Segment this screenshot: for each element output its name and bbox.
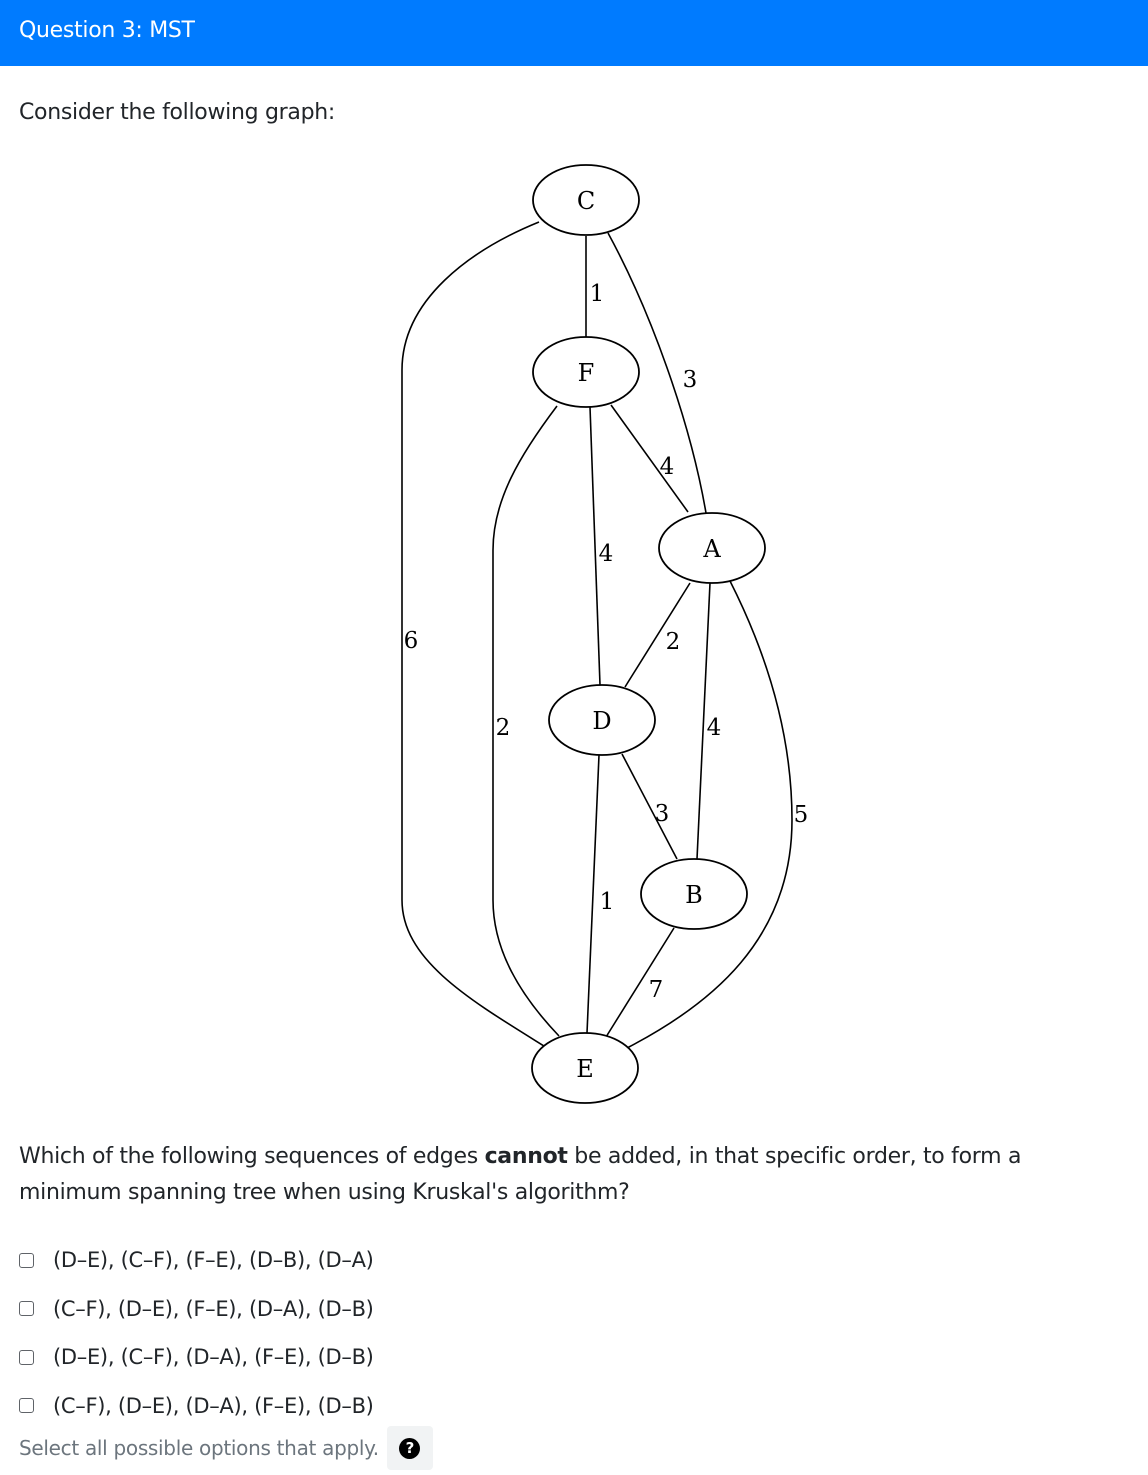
question-circle-icon: ? (399, 1437, 421, 1459)
graph-edge-a-e (626, 580, 793, 1049)
graph-edge-c-e (401, 221, 545, 1047)
node-label: E (576, 1055, 594, 1083)
node-ellipse (640, 858, 748, 930)
question-text-after: be added, in that specific order, to for… (19, 1144, 1022, 1205)
intro-text: Consider the following graph: (19, 100, 335, 125)
node-ellipse (658, 512, 766, 584)
graph-edge-f-e (492, 405, 560, 1037)
answer-option[interactable]: (C–F), (D–E), (F–E), (D–A), (D–B) (19, 1285, 374, 1334)
graph-edge-d-b (621, 753, 678, 860)
node-ellipse (531, 1032, 639, 1104)
graph-edge-d-e (586, 754, 600, 1034)
node-ellipse (532, 336, 640, 408)
node-label: F (578, 359, 595, 387)
question-header: Question 3: MST (0, 0, 1148, 66)
option-label: (C–F), (D–E), (F–E), (D–A), (D–B) (53, 1296, 374, 1321)
graph-node-d: D (548, 684, 656, 756)
graph-edges (401, 221, 793, 1049)
node-label: A (702, 535, 721, 563)
graph-node-e: E (531, 1032, 639, 1104)
graph-edge-labels: 1 3 6 4 4 2 2 4 5 3 1 7 (404, 281, 809, 1003)
edge-weight-label: 5 (794, 802, 809, 828)
option-label: (D–E), (C–F), (D–A), (F–E), (D–B) (53, 1345, 374, 1370)
node-label: D (592, 707, 611, 735)
edge-weight-label: 3 (655, 801, 670, 827)
edge-weight-label: 2 (496, 715, 511, 741)
hint-text: Select all possible options that apply. (19, 1436, 379, 1460)
graph-edge-b-e (605, 927, 675, 1038)
question-text: Which of the following sequences of edge… (19, 1139, 1129, 1211)
edge-weight-label: 4 (660, 454, 675, 480)
option-label: (C–F), (D–E), (D–A), (F–E), (D–B) (53, 1393, 374, 1418)
graph-edge-f-a (610, 404, 689, 513)
option-checkbox[interactable] (19, 1252, 34, 1268)
edge-weight-label: 6 (404, 628, 419, 654)
node-ellipse (532, 164, 640, 236)
option-checkbox[interactable] (19, 1349, 34, 1365)
graph-edge-a-b (696, 582, 711, 860)
graph-node-a: A (658, 512, 766, 584)
graph-diagram: 1 3 6 4 4 2 2 4 5 3 1 7 C F A D B E (401, 164, 809, 1104)
answer-option[interactable]: (D–E), (C–F), (D–A), (F–E), (D–B) (19, 1333, 374, 1382)
node-label: C (577, 187, 595, 215)
edge-weight-label: 4 (707, 715, 722, 741)
edge-weight-label: 1 (590, 281, 605, 307)
edge-weight-label: 3 (683, 367, 698, 393)
graph-edge-a-d (624, 582, 691, 688)
graph-node-b: B (640, 858, 748, 930)
answer-option[interactable]: (D–E), (C–F), (F–E), (D–B), (D–A) (19, 1236, 374, 1285)
question-title: Question 3: MST (19, 18, 195, 43)
node-label: B (685, 881, 703, 909)
option-checkbox[interactable] (19, 1301, 34, 1317)
help-button[interactable]: ? (386, 1426, 433, 1470)
graph-node-c: C (532, 164, 640, 236)
question-text-emphasis: cannot (484, 1144, 568, 1169)
graph-edge-c-a (607, 232, 707, 514)
node-ellipse (548, 684, 656, 756)
answer-option[interactable]: (C–F), (D–E), (D–A), (F–E), (D–B) (19, 1382, 374, 1431)
option-checkbox[interactable] (19, 1398, 34, 1414)
edge-weight-label: 1 (600, 889, 615, 915)
edge-weight-label: 4 (599, 541, 614, 567)
hint-row: Select all possible options that apply. … (19, 1426, 433, 1470)
question-text-before: Which of the following sequences of edge… (19, 1144, 485, 1169)
graph-node-f: F (532, 336, 640, 408)
graph-nodes: C F A D B E (531, 164, 766, 1104)
graph-edge-f-d (589, 406, 601, 686)
answer-options: (D–E), (C–F), (F–E), (D–B), (D–A) (C–F),… (19, 1236, 374, 1430)
option-label: (D–E), (C–F), (F–E), (D–B), (D–A) (53, 1248, 374, 1273)
edge-weight-label: 2 (666, 629, 681, 655)
edge-weight-label: 7 (649, 977, 664, 1003)
